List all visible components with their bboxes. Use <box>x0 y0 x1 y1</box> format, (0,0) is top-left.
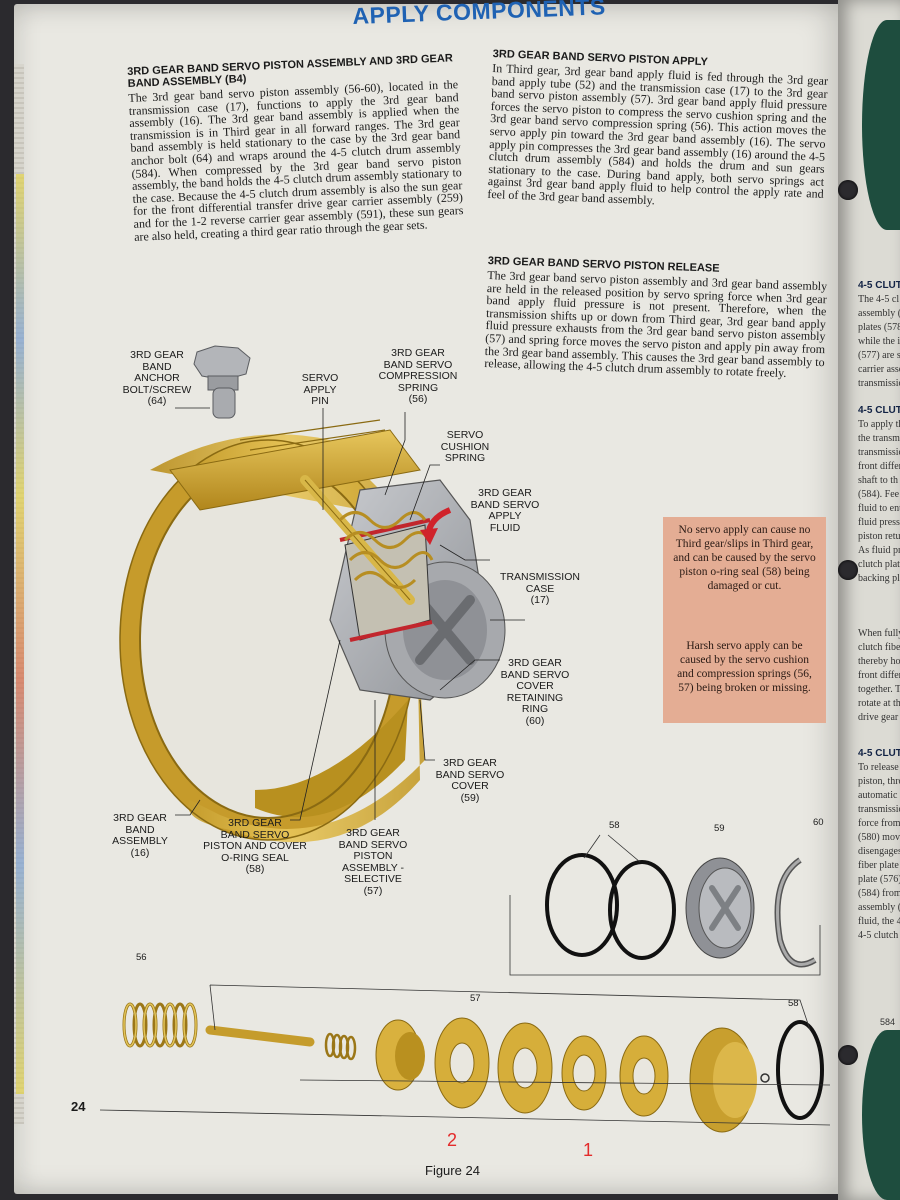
exploded-upper-row <box>509 834 821 976</box>
next-page-text-line: clutch fibe <box>858 642 900 653</box>
next-page-text-line: As fluid pr <box>858 545 900 556</box>
next-page-text-line: disengages <box>858 846 900 857</box>
label-servo-cover: 3RD GEAR BAND SERVO COVER (59) <box>435 757 505 804</box>
next-page-text-line: The 4-5 cl <box>858 294 900 305</box>
next-page-text-line: front differ <box>858 461 900 472</box>
handwritten-mark-2: 2 <box>447 1130 458 1150</box>
next-page-text-line: When fully <box>858 628 900 639</box>
exploded-lower-row <box>99 984 831 1133</box>
leader-lines <box>175 407 525 821</box>
next-page-text-line: force from <box>858 818 900 829</box>
next-page-text-line: 4-5 CLUTC <box>858 405 900 416</box>
part-number-57: 57 <box>470 993 481 1004</box>
next-page-text-line: fiber plate <box>858 860 899 871</box>
next-page-text-line: front differ <box>858 670 900 681</box>
next-page-text-line: together. T <box>858 684 900 695</box>
label-transmission-case: TRANSMISSION CASE (17) <box>500 571 580 606</box>
next-page-text-line: thereby hol <box>858 656 900 667</box>
anchor-bolt-art <box>193 345 251 419</box>
label-piston-assembly: 3RD GEAR BAND SERVO PISTON ASSEMBLY - SE… <box>338 827 408 897</box>
part-number-58-bottom: 58 <box>788 998 799 1009</box>
next-page-text-line: fluid, the 4- <box>858 916 900 927</box>
next-page-text-line: backing pla <box>858 573 900 584</box>
label-oring-seal: 3RD GEAR BAND SERVO PISTON AND COVER O-R… <box>203 817 307 875</box>
figure-caption: Figure 24 <box>425 1163 480 1178</box>
part-number-58-top: 58 <box>609 820 620 831</box>
next-page-text-line: while the in <box>858 336 900 347</box>
next-page-text-line: To release t <box>858 762 900 773</box>
note-no-servo-apply: No servo apply can cause no Third gear/s… <box>673 524 816 592</box>
label-apply-fluid: 3RD GEAR BAND SERVO APPLY FLUID <box>470 487 540 534</box>
next-page-text-line: transmissio <box>858 804 900 815</box>
note-harsh-servo-apply: Harsh servo apply can be caused by the s… <box>677 640 812 694</box>
label-cushion-spring: SERVO CUSHION SPRING <box>440 429 490 464</box>
part-number-56: 56 <box>136 952 147 963</box>
next-page-text-line: plate (576) <box>858 874 900 885</box>
next-page-text-line: fluid pressu <box>858 517 900 528</box>
next-page-text-line: carrier asse <box>858 364 900 375</box>
page-number: 24 <box>71 1099 86 1114</box>
next-page-text-line: shaft to th <box>858 475 898 486</box>
next-page-drum-top <box>862 20 900 230</box>
next-page-text-line: (580) move <box>858 832 900 843</box>
next-page-text-line: 4-5 CLUTC <box>858 748 900 759</box>
next-page-drum-bottom <box>862 1030 900 1200</box>
next-page-edge: 584 4-5 CLUTC The 4-5 cl assembly (5 plates… <box>838 0 900 1200</box>
part-number-59: 59 <box>714 823 725 834</box>
next-page-text-line: fluid to ente <box>858 503 900 514</box>
servo-body-art <box>300 475 506 701</box>
label-anchor-bolt: 3RD GEAR BAND ANCHOR BOLT/SCREW (64) <box>122 349 192 407</box>
label-retaining-ring: 3RD GEAR BAND SERVO COVER RETAINING RING… <box>500 657 570 727</box>
next-page-text-line: assembly (5 <box>858 308 900 319</box>
next-page-text-line: automatic t <box>858 790 900 801</box>
part-number-60: 60 <box>813 817 824 828</box>
next-page-text-line: 4-5 clutch p <box>858 930 900 941</box>
next-page-text-line: (584) from <box>858 888 900 899</box>
binder-hole-top <box>838 180 858 200</box>
next-page-text-line: transmissio <box>858 378 900 389</box>
handwritten-mark-1: 1 <box>583 1140 594 1160</box>
next-page-text-line: rotate at th <box>858 698 900 709</box>
label-apply-pin: SERVO APPLY PIN <box>301 372 339 407</box>
next-page-text-line: piston, thro <box>858 776 900 787</box>
next-page-text-line: transmissic <box>858 447 900 458</box>
next-page-text-line: (577) are sp <box>858 350 900 361</box>
next-page-text-line: 4-5 CLUTC <box>858 280 900 291</box>
binder-hole-bottom <box>838 1045 858 1065</box>
label-compression-spring: 3RD GEAR BAND SERVO COMPRESSION SPRING (… <box>378 347 458 405</box>
piston-washers <box>434 1017 669 1117</box>
next-page-text-line: plates (578) <box>858 322 900 333</box>
next-page-part-label: 584 <box>880 1017 896 1027</box>
next-page-text-line: clutch plat <box>858 559 900 570</box>
next-page-text-line: piston retu <box>858 531 900 542</box>
label-band-assembly: 3RD GEAR BAND ASSEMBLY (16) <box>112 812 168 859</box>
next-page-text-line: (584). Fee <box>858 489 900 500</box>
next-page-text-line: drive gear c <box>858 712 900 723</box>
next-page-text-line: the transm <box>858 433 900 444</box>
diagnostic-note-box: No servo apply can cause no Third gear/s… <box>663 517 826 723</box>
index-tab-strip <box>16 174 24 1094</box>
next-page-text-line: To apply th <box>858 419 900 430</box>
next-page-text-line: assembly (2 <box>858 902 900 913</box>
binder-hole-middle <box>838 560 858 580</box>
